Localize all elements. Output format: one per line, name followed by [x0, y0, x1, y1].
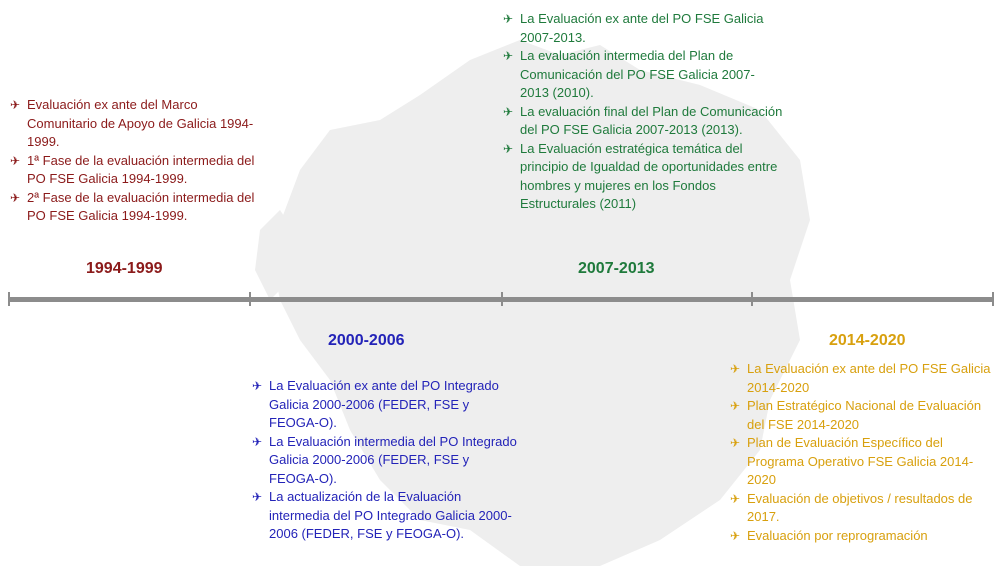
- evaluation-item-text: 2ª Fase de la evaluación intermedia del …: [27, 189, 255, 224]
- evaluation-item-text: Plan Estratégico Nacional de Evaluación …: [747, 398, 982, 432]
- period-2000-2006-list: ✈ La Evaluación ex ante del PO Integrado …: [252, 377, 517, 544]
- map-shape: [270, 40, 810, 566]
- evaluation-item: ✈ La Evaluación ex ante del PO FSE Galici…: [503, 10, 783, 47]
- period-1994-1999-list: ✈ Evaluación ex ante del Marco Comunitari…: [10, 96, 265, 226]
- plane-bullet-icon: ✈: [10, 98, 21, 112]
- evaluation-item-text: La Evaluación intermedia del PO Integrad…: [269, 433, 517, 486]
- period-2000-2006-label: 2000-2006: [328, 332, 405, 349]
- evaluation-item-text: Evaluación ex ante del Marco Comunitario…: [27, 97, 254, 149]
- evaluation-item: ✈ La Evaluación ex ante del PO FSE Galici…: [730, 360, 992, 397]
- evaluation-item-text: La Evaluación estratégica temática del p…: [520, 140, 778, 212]
- period-2014-2020-label: 2014-2020: [829, 332, 906, 349]
- timeline-tick-1994: [8, 292, 10, 306]
- evaluation-item-text: La Evaluación ex ante del PO Integrado G…: [269, 378, 499, 430]
- timeline-tick-2007: [501, 292, 503, 306]
- evaluation-item: ✈ La Evaluación ex ante del PO Integrado …: [252, 377, 517, 433]
- evaluation-item-text: La actualización de la Evaluación interm…: [269, 489, 512, 541]
- evaluation-item: ✈ Evaluación por reprogramación: [730, 527, 992, 546]
- timeline-tick-end: [992, 292, 994, 306]
- evaluation-item-text: Evaluación por reprogramación: [747, 527, 928, 543]
- evaluation-item: ✈ Plan Estratégico Nacional de Evaluación…: [730, 397, 992, 434]
- evaluation-item: ✈ La Evaluación estratégica temática del …: [503, 140, 783, 214]
- plane-bullet-icon: ✈: [730, 491, 741, 506]
- period-2014-2020-list: ✈ La Evaluación ex ante del PO FSE Galici…: [730, 360, 992, 545]
- plane-bullet-icon: ✈: [252, 379, 263, 393]
- evaluation-item-text: Plan de Evaluación Específico del Progra…: [747, 435, 974, 487]
- plane-bullet-icon: ✈: [252, 434, 263, 449]
- timeline-axis: [8, 292, 994, 306]
- plane-bullet-icon: ✈: [503, 141, 514, 156]
- map-shape-west-coast: [255, 210, 300, 300]
- period-2007-2013-list: ✈ La Evaluación ex ante del PO FSE Galici…: [503, 10, 783, 214]
- timeline-tick-2014: [751, 292, 753, 306]
- plane-bullet-icon: ✈: [10, 153, 21, 168]
- evaluation-item: ✈ La Evaluación intermedia del PO Integra…: [252, 433, 517, 489]
- plane-bullet-icon: ✈: [730, 528, 741, 543]
- evaluation-item: ✈ Evaluación ex ante del Marco Comunitari…: [10, 96, 265, 152]
- plane-bullet-icon: ✈: [10, 190, 21, 205]
- evaluation-item-text: Evaluación de objetivos / resultados de …: [747, 490, 973, 525]
- evaluation-item-text: La Evaluación ex ante del PO FSE Galicia…: [520, 11, 764, 45]
- evaluation-item: ✈ 2ª Fase de la evaluación intermedia del…: [10, 189, 265, 226]
- evaluation-item: ✈ Evaluación de objetivos / resultados de…: [730, 490, 992, 527]
- evaluation-item-text: La Evaluación ex ante del PO FSE Galicia…: [747, 361, 991, 395]
- plane-bullet-icon: ✈: [730, 362, 741, 376]
- evaluation-item: ✈ La actualización de la Evaluación inter…: [252, 488, 517, 544]
- evaluation-item: ✈ 1ª Fase de la evaluación intermedia del…: [10, 152, 265, 189]
- evaluation-item: ✈ La evaluación final del Plan de Comunic…: [503, 103, 783, 140]
- timeline-tick-2000: [249, 292, 251, 306]
- plane-bullet-icon: ✈: [503, 49, 514, 63]
- evaluation-item: ✈ La evaluación intermedia del Plan de Co…: [503, 47, 783, 103]
- plane-bullet-icon: ✈: [503, 12, 514, 26]
- plane-bullet-icon: ✈: [503, 104, 514, 119]
- evaluation-item-text: La evaluación final del Plan de Comunica…: [520, 103, 783, 138]
- plane-bullet-icon: ✈: [252, 490, 263, 504]
- period-1994-1999-label: 1994-1999: [86, 260, 163, 277]
- evaluation-item-text: La evaluación intermedia del Plan de Com…: [520, 48, 755, 100]
- evaluation-item: ✈ Plan de Evaluación Específico del Progr…: [730, 434, 992, 490]
- evaluation-item-text: 1ª Fase de la evaluación intermedia del …: [27, 152, 255, 187]
- plane-bullet-icon: ✈: [730, 399, 741, 413]
- plane-bullet-icon: ✈: [730, 436, 741, 450]
- period-2007-2013-label: 2007-2013: [578, 260, 655, 277]
